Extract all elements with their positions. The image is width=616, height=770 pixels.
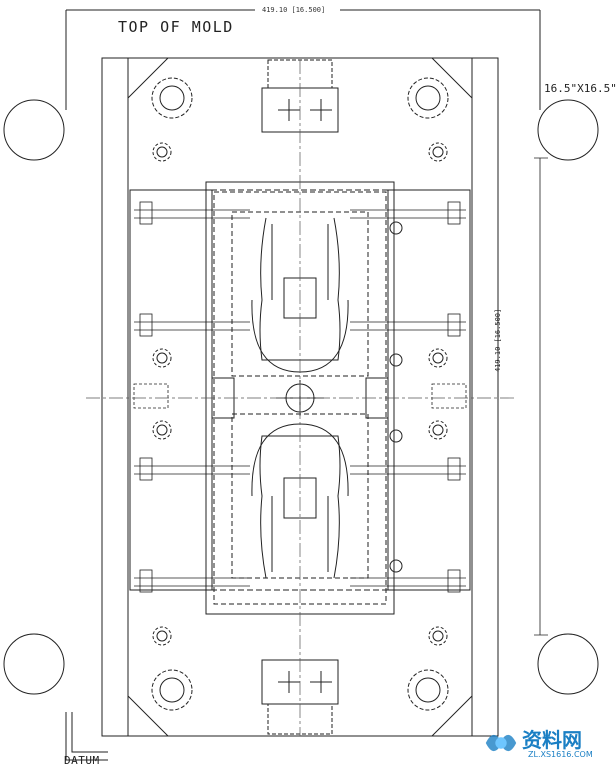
corner-circle-bl bbox=[3, 633, 65, 695]
ejector-holes bbox=[389, 221, 403, 573]
watermark-name: 资料网 bbox=[522, 728, 582, 752]
watermark-logo-icon bbox=[485, 734, 517, 752]
watermark-url: ZL.XS1616.COM bbox=[528, 750, 593, 759]
screw-holes bbox=[152, 142, 448, 646]
rail-left bbox=[129, 189, 213, 591]
bolts bbox=[133, 201, 467, 593]
corner-circle-tl bbox=[3, 99, 65, 161]
rail-right bbox=[387, 189, 471, 591]
datum-bracket bbox=[65, 712, 108, 761]
corner-bevel-tl bbox=[127, 57, 169, 99]
center-lines bbox=[86, 60, 516, 736]
guide-pins bbox=[151, 77, 449, 711]
watermark: 资料网 ZL.XS1616.COM bbox=[482, 722, 616, 766]
corner-bevel-bl bbox=[127, 695, 169, 737]
dimension-top: 419.10 [16.500] bbox=[262, 6, 326, 14]
drawing-title: TOP OF MOLD bbox=[118, 18, 234, 36]
frame-left bbox=[65, 9, 541, 110]
datum-label: DATUM bbox=[64, 754, 100, 767]
corner-circle-tr bbox=[537, 99, 599, 161]
corner-circle-br bbox=[537, 633, 599, 695]
frame-right bbox=[534, 157, 548, 636]
corner-bevel-tr bbox=[431, 57, 473, 99]
dimension-side: 419.10 [16.500] bbox=[494, 308, 502, 372]
plate-size-label: 16.5"X16.5" bbox=[544, 82, 616, 95]
corner-bevel-br bbox=[431, 695, 473, 737]
